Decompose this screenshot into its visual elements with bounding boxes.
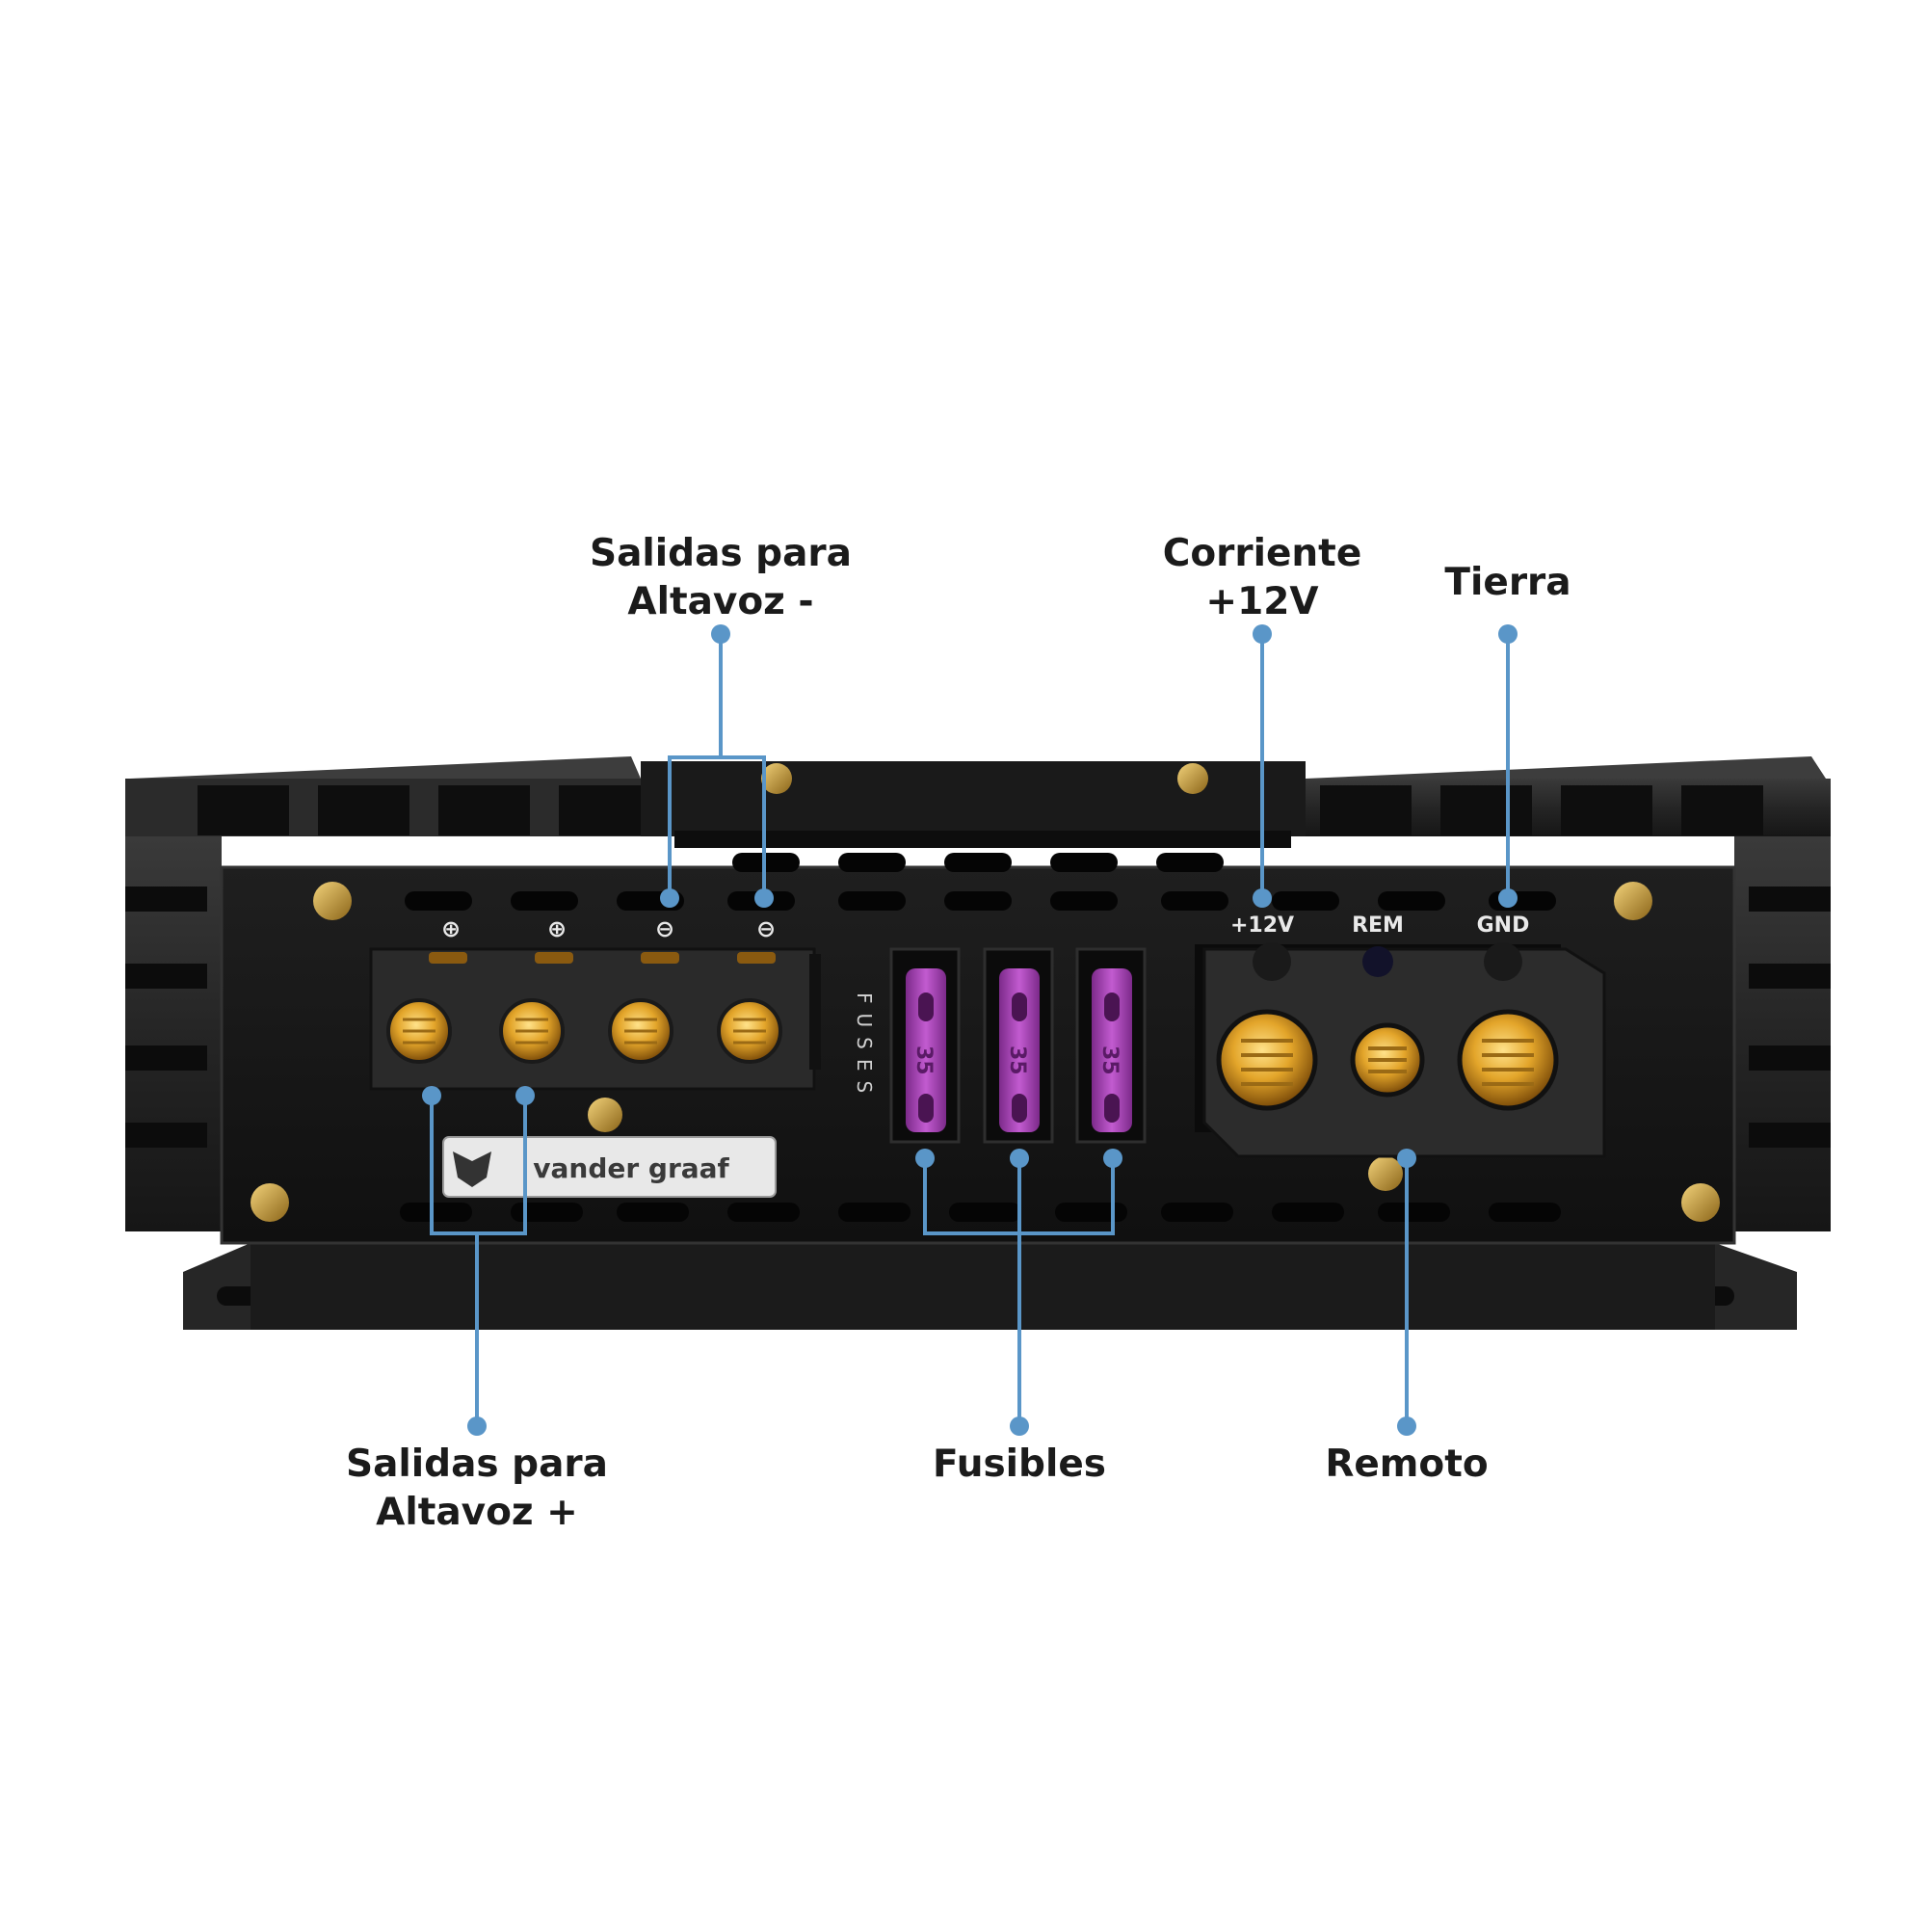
panel-screw-top-left: [313, 882, 352, 920]
panel-screw-center-left: [588, 1098, 622, 1132]
callout-dots: [422, 624, 1518, 1436]
fuse-2[interactable]: [999, 968, 1040, 1132]
vent-slots-bottom: [400, 1203, 1561, 1222]
callout-remote: Remoto: [1291, 1441, 1522, 1489]
terminal-symbol-2: ⊕: [547, 915, 567, 942]
ground-terminal[interactable]: [1457, 1009, 1559, 1111]
terminal-symbol-4: ⊖: [756, 915, 776, 942]
power-terminal-block: [1195, 942, 1606, 1158]
fuse-1[interactable]: [906, 968, 946, 1132]
wolf-head-logo-icon: [453, 1151, 491, 1187]
callout-speaker-pos-line2: Altavoz +: [376, 1491, 578, 1534]
panel-screw-center-right: [1368, 1156, 1403, 1191]
label-gnd: GND: [1477, 913, 1530, 938]
svg-text:FUSES: FUSES: [853, 992, 876, 1102]
panel-screw-bottom-left: [251, 1183, 289, 1222]
fuse-rating-1: 35: [911, 1045, 936, 1075]
speaker-terminal-symbols: ⊕ ⊕ ⊖ ⊖: [441, 915, 776, 942]
power-terminal-labels: +12V REM GND: [1230, 913, 1529, 938]
callout-speaker-neg: Salidas para Altavoz -: [576, 530, 865, 626]
callout-fuses-line1: Fusibles: [933, 1442, 1106, 1486]
speaker-terminal-block: [369, 947, 821, 1091]
top-screw-right: [1177, 763, 1208, 794]
callout-lines: [430, 634, 1510, 1426]
fuses-word: FUSES: [853, 992, 876, 1102]
callout-line-speaker-neg-branch: [721, 755, 766, 898]
brand-plate: vander graaf: [442, 1136, 777, 1198]
callout-ground: Tierra: [1412, 559, 1604, 607]
fuse-bank: 35 35 35: [889, 947, 1147, 1144]
brand-name: vander graaf: [533, 1152, 729, 1184]
callout-speaker-neg-line1: Salidas para: [590, 532, 852, 575]
callout-power: Corriente +12V: [1127, 530, 1397, 626]
callout-speaker-neg-line2: Altavoz -: [627, 580, 814, 623]
terminal-symbol-3: ⊖: [655, 915, 674, 942]
panel-screw-bottom-right: [1681, 1183, 1720, 1222]
panel-screw-top-right: [1614, 882, 1652, 920]
label-rem: REM: [1352, 913, 1404, 938]
top-screw-left: [761, 763, 792, 794]
label-12v: +12V: [1230, 913, 1294, 938]
fuse-rating-2: 35: [1005, 1045, 1029, 1075]
callout-power-line1: Corriente: [1162, 532, 1362, 575]
callout-remote-line1: Remoto: [1325, 1442, 1489, 1486]
callout-speaker-pos-line1: Salidas para: [346, 1442, 608, 1486]
fuse-3[interactable]: [1092, 968, 1132, 1132]
terminal-symbol-1: ⊕: [441, 915, 461, 942]
callout-speaker-pos: Salidas para Altavoz +: [332, 1441, 621, 1537]
power-12v-terminal[interactable]: [1216, 1009, 1318, 1111]
fuse-rating-3: 35: [1097, 1045, 1122, 1075]
callout-ground-line1: Tierra: [1444, 561, 1571, 604]
callout-power-line2: +12V: [1205, 580, 1319, 623]
heatsink-top: [125, 756, 1831, 848]
callout-line-speaker-neg: [668, 634, 723, 898]
callout-fuses: Fusibles: [904, 1441, 1135, 1489]
